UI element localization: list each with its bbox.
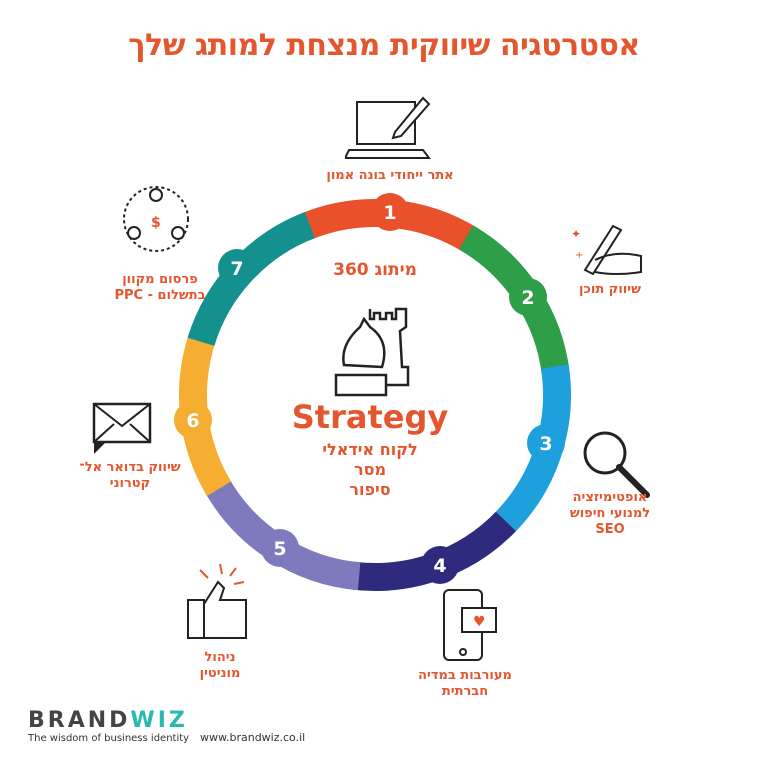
- label-line: מעורבות במדיה: [418, 668, 512, 683]
- step-number: 6: [186, 410, 199, 432]
- step-4-label: מעורבות במדיה חברתית: [405, 668, 525, 700]
- step-number-badge: [509, 278, 547, 316]
- logo-part: WIZ: [130, 708, 188, 733]
- label-line: למנועי חיפוש: [569, 506, 651, 521]
- step-number-badge: [261, 529, 299, 567]
- center-heading: מיתוג 360: [333, 260, 417, 280]
- step-number: 2: [521, 287, 534, 309]
- label-line: בתשלום - PPC: [114, 288, 206, 303]
- strategy-point: סיפור: [349, 480, 391, 499]
- label-line: קטרוני: [109, 476, 151, 491]
- website-link[interactable]: www.brandwiz.co.il: [200, 731, 306, 744]
- step-1-label: אתר ייחודי בונה אמון: [326, 168, 454, 183]
- envelope-icon: [92, 402, 152, 454]
- chess-pieces-icon: [334, 307, 410, 397]
- step-number-badge: [218, 249, 256, 287]
- tagline: The wisdom of business identity: [28, 733, 190, 744]
- step-number: 7: [230, 258, 243, 280]
- label-line: מוניטין: [199, 666, 241, 681]
- smartphone-chat-icon: ♥: [443, 589, 497, 661]
- step-6-label: שיווק בדואר אל־ קטרוני: [70, 460, 190, 492]
- hand-writing-icon: ✦+: [571, 224, 642, 276]
- step-number-badge: [174, 401, 212, 439]
- step-number-badge: [371, 193, 409, 231]
- step-number: 5: [273, 538, 286, 560]
- step-number: 3: [539, 433, 552, 455]
- svg-text:♥: ♥: [473, 614, 486, 630]
- label-line: פרסום מקוון: [122, 272, 198, 287]
- logo-part: BRAND: [28, 708, 131, 733]
- step-2-label: שיווק תוכן: [579, 282, 641, 297]
- step-number-badge: [421, 546, 459, 584]
- strategy-points: לקוח אידאלי מסר סיפור: [300, 440, 440, 500]
- label-line: חברתית: [441, 684, 489, 699]
- label-line: SEO: [595, 522, 625, 537]
- strategy-point: מסר: [353, 460, 387, 479]
- label-line: ניהול: [204, 650, 236, 665]
- step-number-badge: [527, 424, 565, 462]
- step-3-label: אופטימיזציה למנועי חיפוש SEO: [555, 490, 665, 538]
- step-number: 1: [383, 202, 396, 224]
- thumbs-up-icon: [187, 563, 247, 639]
- step-7-label: פרסום מקוון בתשלום - PPC: [95, 272, 225, 304]
- label-line: אופטימיזציה: [572, 490, 648, 505]
- brandwiz-logo: BRANDWIZ: [28, 708, 188, 733]
- step-5-label: ניהול מוניטין: [170, 650, 270, 682]
- svg-text:$: $: [151, 215, 161, 231]
- label-line: שיווק בדואר אל־: [79, 460, 181, 475]
- strategy-title: Strategy: [291, 398, 449, 436]
- customers-network-icon: $: [123, 186, 189, 252]
- svg-text:✦: ✦: [571, 227, 581, 241]
- laptop-icon: [345, 96, 431, 159]
- step-number: 4: [433, 555, 446, 577]
- magnifier-icon: [583, 431, 650, 498]
- page-title: אסטרטגיה שיווקית מנצחת למותג שלך: [128, 28, 640, 63]
- svg-text:+: +: [575, 250, 583, 261]
- strategy-point: לקוח אידאלי: [322, 440, 418, 459]
